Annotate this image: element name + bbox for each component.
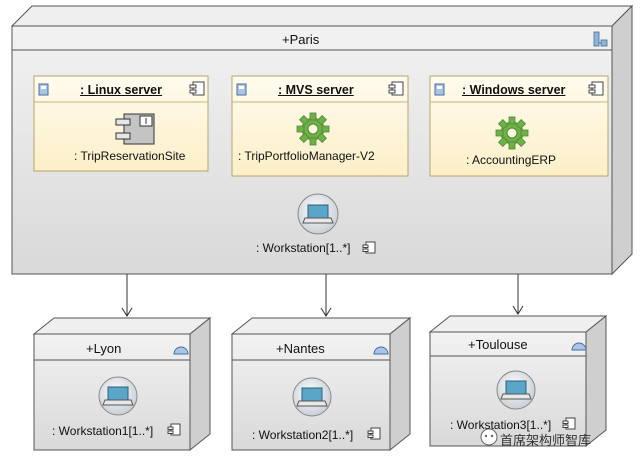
component-icon	[115, 113, 155, 145]
connector-toulouse	[512, 274, 524, 315]
nantes-device-icon	[373, 346, 389, 355]
nantes-node-shape	[230, 316, 412, 452]
linux-server-title: : Linux server	[80, 83, 162, 97]
windows-server-component-label: : AccountingERP	[466, 153, 557, 167]
lyon-workstation-label: : Workstation1[1..*]	[52, 424, 154, 438]
mvs-component-small-icon	[388, 81, 404, 96]
workstation-component-icon	[362, 241, 376, 254]
watermark-text: 首席架构师智库	[500, 433, 592, 448]
toulouse-device-icon	[571, 342, 587, 351]
mvs-server-title: : MVS server	[278, 83, 354, 97]
connector-lyon	[121, 274, 133, 317]
nantes-node-title: +Nantes	[276, 341, 325, 356]
paris-node-title: +Paris	[282, 32, 320, 47]
lyon-node-title: +Lyon	[86, 341, 122, 356]
workstation-icon	[292, 377, 332, 417]
windows-server-title: : Windows server	[462, 83, 566, 97]
workstation-icon	[98, 376, 138, 416]
linux-node-icon	[38, 83, 49, 96]
workstation-component-icon	[167, 423, 181, 436]
node-type-icon	[593, 31, 608, 47]
paris-workstation-label: : Workstation[1..*]	[256, 241, 351, 255]
watermark-logo-icon	[480, 428, 498, 446]
windows-node-icon	[434, 83, 445, 96]
windows-component-small-icon	[588, 81, 604, 96]
workstation-icon	[297, 193, 339, 235]
connector-nantes	[320, 274, 332, 317]
toulouse-workstation-label: : Workstation3[1..*]	[450, 418, 552, 432]
linux-component-small-icon	[189, 81, 205, 96]
mvs-server-component-label: : TripPortfolioManager-V2	[238, 149, 375, 163]
toulouse-node-title: +Toulouse	[468, 337, 528, 352]
workstation-icon	[496, 370, 536, 410]
nantes-workstation-label: : Workstation2[1..*]	[252, 428, 354, 442]
linux-server-component-label: : TripReservationSite	[74, 149, 186, 163]
workstation-component-icon	[367, 427, 381, 440]
mvs-node-icon	[236, 83, 247, 96]
gear-icon	[495, 116, 529, 150]
gear-icon	[296, 112, 330, 146]
lyon-device-icon	[173, 346, 189, 355]
workstation-component-icon	[562, 417, 576, 430]
